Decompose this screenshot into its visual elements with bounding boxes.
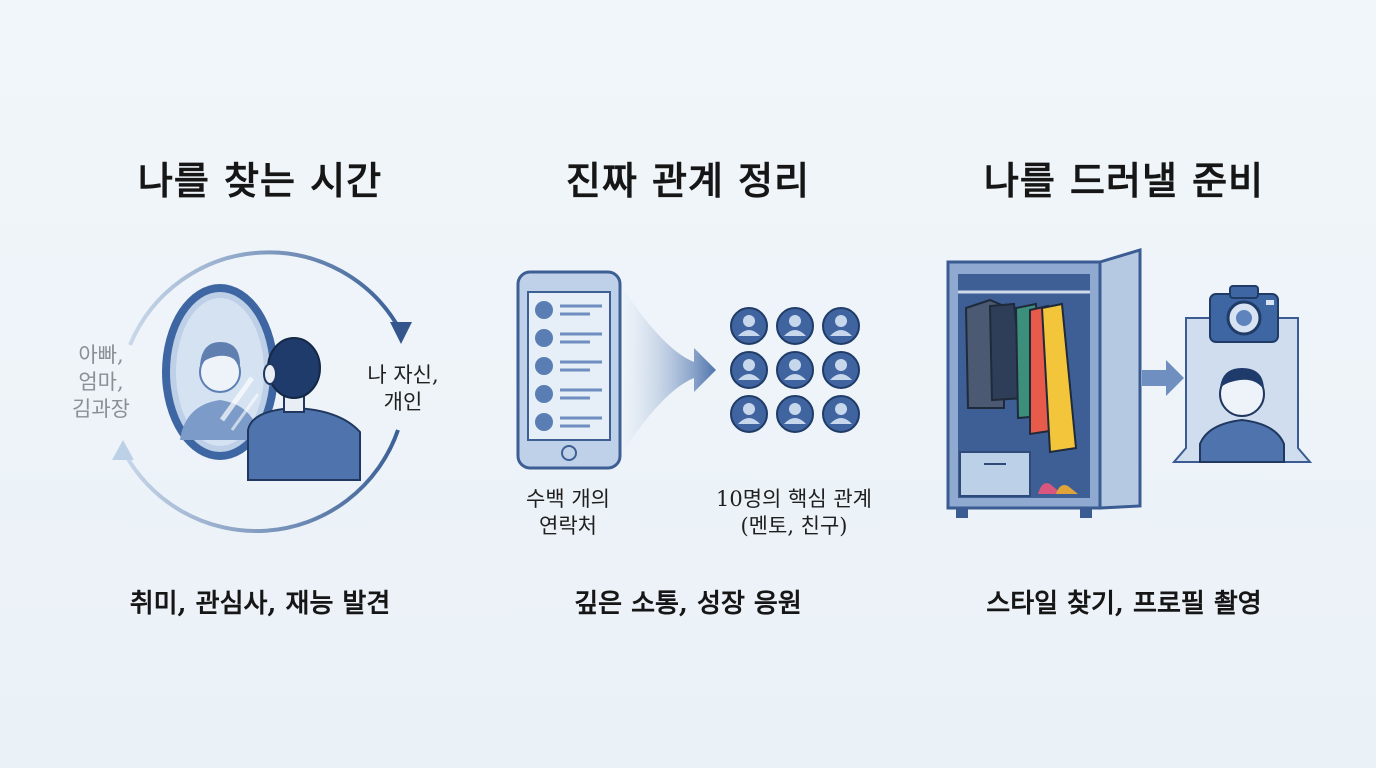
panel-self-presentation: 나를 드러낼 준비 (924, 0, 1324, 768)
panel-1-caption: 취미, 관심사, 재능 발견 (129, 589, 391, 619)
panel-1-title: 나를 찾는 시간 (137, 158, 383, 203)
contacts-label: 수백 개의 연락처 (498, 486, 638, 540)
panel-3-title: 나를 드러낼 준비 (983, 158, 1265, 203)
panel-self-discovery: 나를 찾는 시간 (60, 0, 460, 768)
people-grid-icon (730, 307, 860, 433)
phone-contacts-icon (516, 270, 622, 470)
panel-3-caption: 스타일 찾기, 프로필 촬영 (986, 589, 1262, 619)
core-relations-label-line-2: (멘토, 친구) (740, 514, 848, 538)
left-label-line-2: 엄마, (78, 370, 124, 394)
right-label-self: 나 자신, 개인 (358, 362, 448, 416)
contacts-label-line-2: 연락처 (539, 514, 597, 538)
panel-relationships: 진짜 관계 정리 (488, 0, 888, 768)
arrow-right-icon (624, 290, 716, 450)
left-label-line-1: 아빠, (78, 343, 124, 367)
core-relations-label: 10명의 핵심 관계 (멘토, 친구) (684, 486, 904, 540)
panel-2-title: 진짜 관계 정리 (565, 158, 811, 203)
panel-2-caption: 깊은 소통, 성장 응원 (574, 589, 802, 619)
left-label-line-3: 김과장 (72, 397, 130, 421)
contacts-label-line-1: 수백 개의 (526, 487, 610, 511)
core-relations-label-line-1: 10명의 핵심 관계 (716, 487, 872, 511)
profile-portrait-icon (1171, 317, 1313, 463)
mirror-icon (162, 284, 361, 481)
arrow-right-icon (1142, 360, 1184, 396)
left-label-roles: 아빠, 엄마, 김과장 (66, 342, 136, 423)
cycle-arrows-icon (112, 250, 412, 533)
wardrobe-icon (946, 247, 1142, 518)
right-label-line-2: 개인 (383, 390, 423, 414)
right-label-line-1: 나 자신, (367, 363, 439, 387)
camera-icon (1209, 285, 1279, 343)
